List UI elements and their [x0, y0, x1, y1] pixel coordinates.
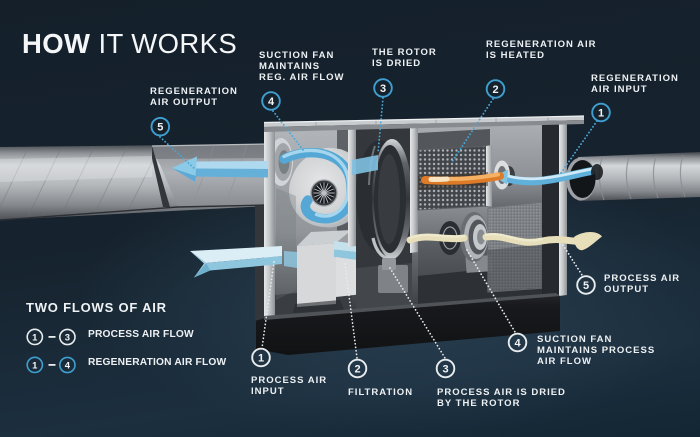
svg-text:4: 4	[268, 96, 275, 108]
svg-text:3: 3	[380, 83, 386, 95]
svg-text:2: 2	[354, 364, 360, 376]
svg-text:1: 1	[598, 108, 604, 120]
svg-text:1: 1	[258, 353, 264, 365]
svg-text:2: 2	[492, 84, 498, 96]
svg-text:4: 4	[514, 338, 521, 350]
svg-text:3: 3	[65, 332, 70, 343]
svg-text:3: 3	[442, 364, 448, 376]
svg-text:1: 1	[32, 360, 38, 371]
svg-text:5: 5	[583, 280, 589, 292]
svg-text:4: 4	[65, 360, 71, 371]
svg-text:5: 5	[157, 122, 163, 134]
svg-text:1: 1	[32, 332, 38, 343]
